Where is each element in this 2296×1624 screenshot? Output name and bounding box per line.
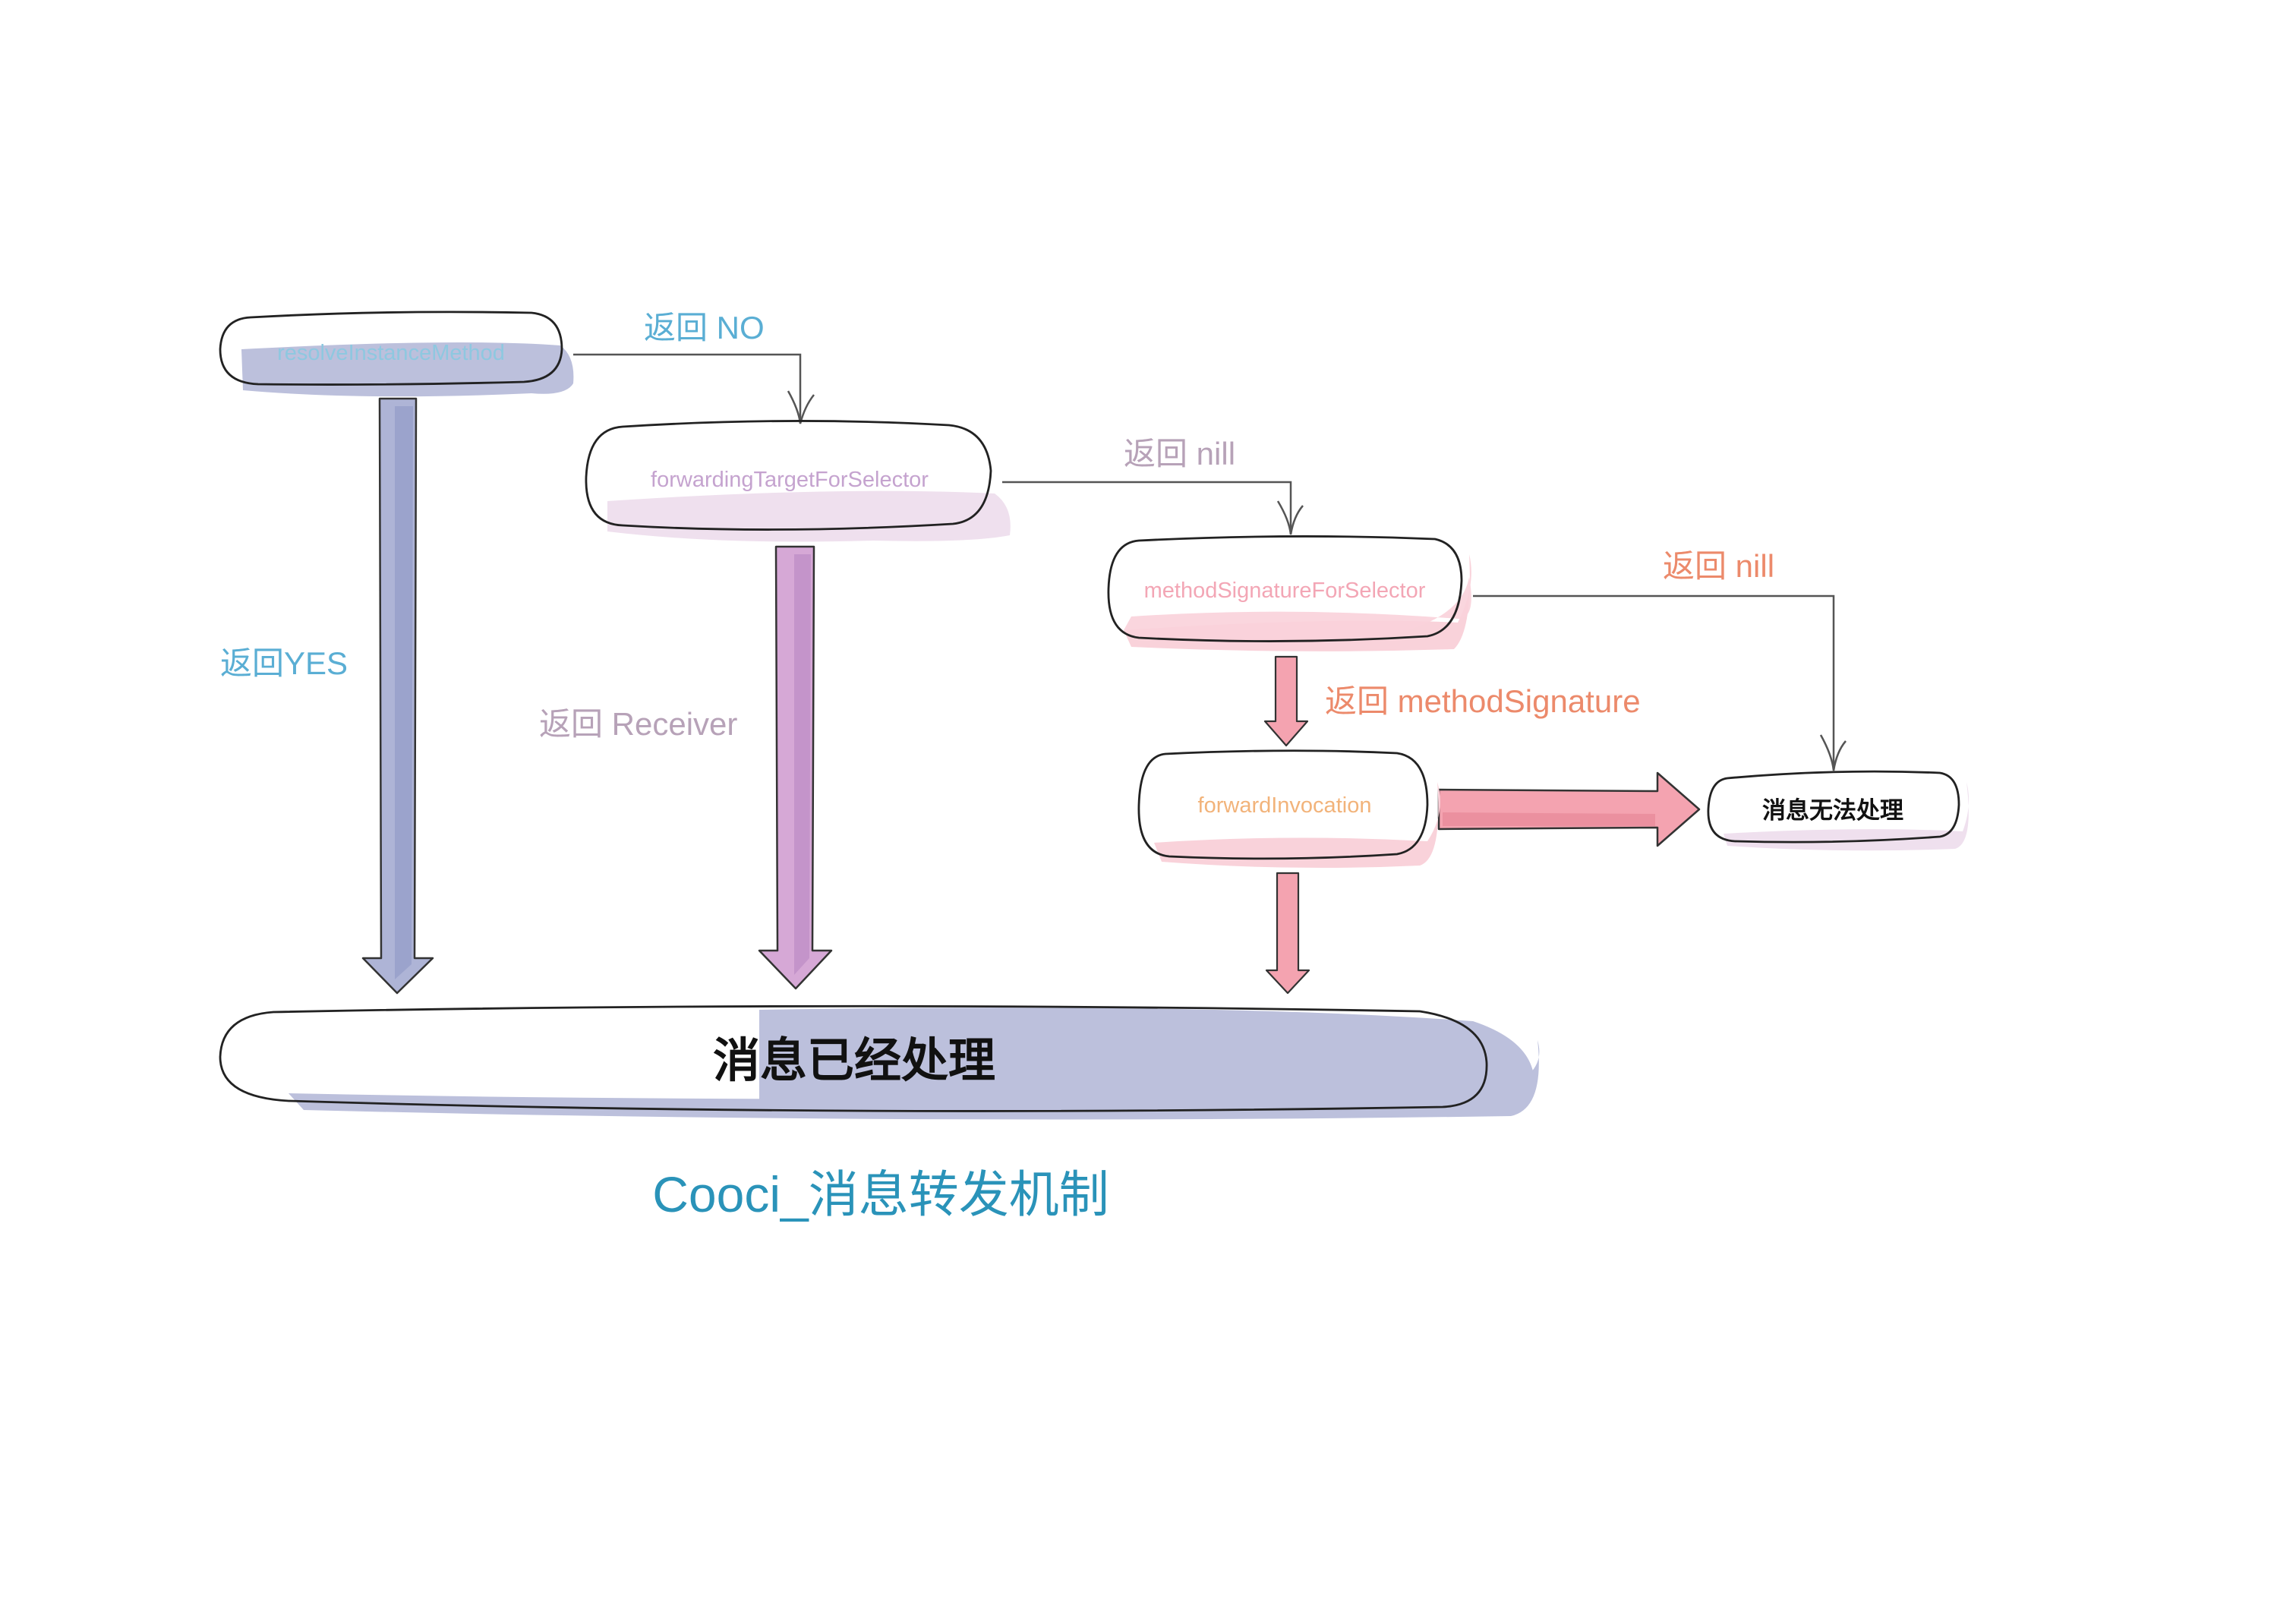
node-forward-invocation: forwardInvocation — [1137, 749, 1440, 869]
edge-label-signature-returned: 返回 methodSignature — [1325, 683, 1641, 719]
arrow-resolve-yes — [361, 397, 434, 995]
arrow-invocation-to-handled — [1265, 872, 1310, 995]
connectors — [573, 353, 1847, 771]
arrowhead-forwarding-nil — [1276, 500, 1304, 535]
arrow-signature-to-invocation — [1263, 655, 1309, 747]
connector-resolve-no — [573, 353, 802, 421]
edge-label-forwarding-receiver: 返回 Receiver — [539, 706, 737, 742]
handled-label: 消息已经处理 — [713, 1033, 995, 1088]
arrow-forwarding-receiver — [758, 545, 833, 990]
edge-label-resolve-no: 返回 NO — [644, 310, 765, 345]
resolve-instance-method-label: resolveInstanceMethod — [277, 341, 505, 365]
connector-forwarding-nil — [1002, 481, 1292, 531]
node-unhandled: 消息无法处理 — [1707, 770, 1970, 851]
arrowhead-signature-nil — [1819, 734, 1847, 771]
unhandled-label: 消息无法处理 — [1762, 797, 1903, 825]
diagram-caption: Cooci_消息转发机制 — [652, 1166, 1109, 1222]
edge-label-resolve-yes: 返回YES — [220, 645, 348, 681]
arrowhead-resolve-no — [787, 390, 815, 424]
node-handled: 消息已经处理 — [219, 1004, 1540, 1120]
arrow-invocation-to-unhandled — [1437, 771, 1701, 847]
node-method-signature: methodSignatureForSelector — [1107, 535, 1471, 651]
forward-invocation-label: forwardInvocation — [1198, 793, 1372, 818]
edge-label-forwarding-nil: 返回 nill — [1124, 436, 1235, 471]
connector-signature-nil — [1473, 594, 1835, 767]
forwarding-target-label: forwardingTargetForSelector — [651, 468, 929, 492]
node-forwarding-target: forwardingTargetForSelector — [585, 420, 1011, 542]
method-signature-label: methodSignatureForSelector — [1144, 579, 1426, 603]
node-resolve-instance-method: resolveInstanceMethod — [219, 311, 574, 397]
edge-label-signature-nil: 返回 nill — [1663, 548, 1774, 584]
